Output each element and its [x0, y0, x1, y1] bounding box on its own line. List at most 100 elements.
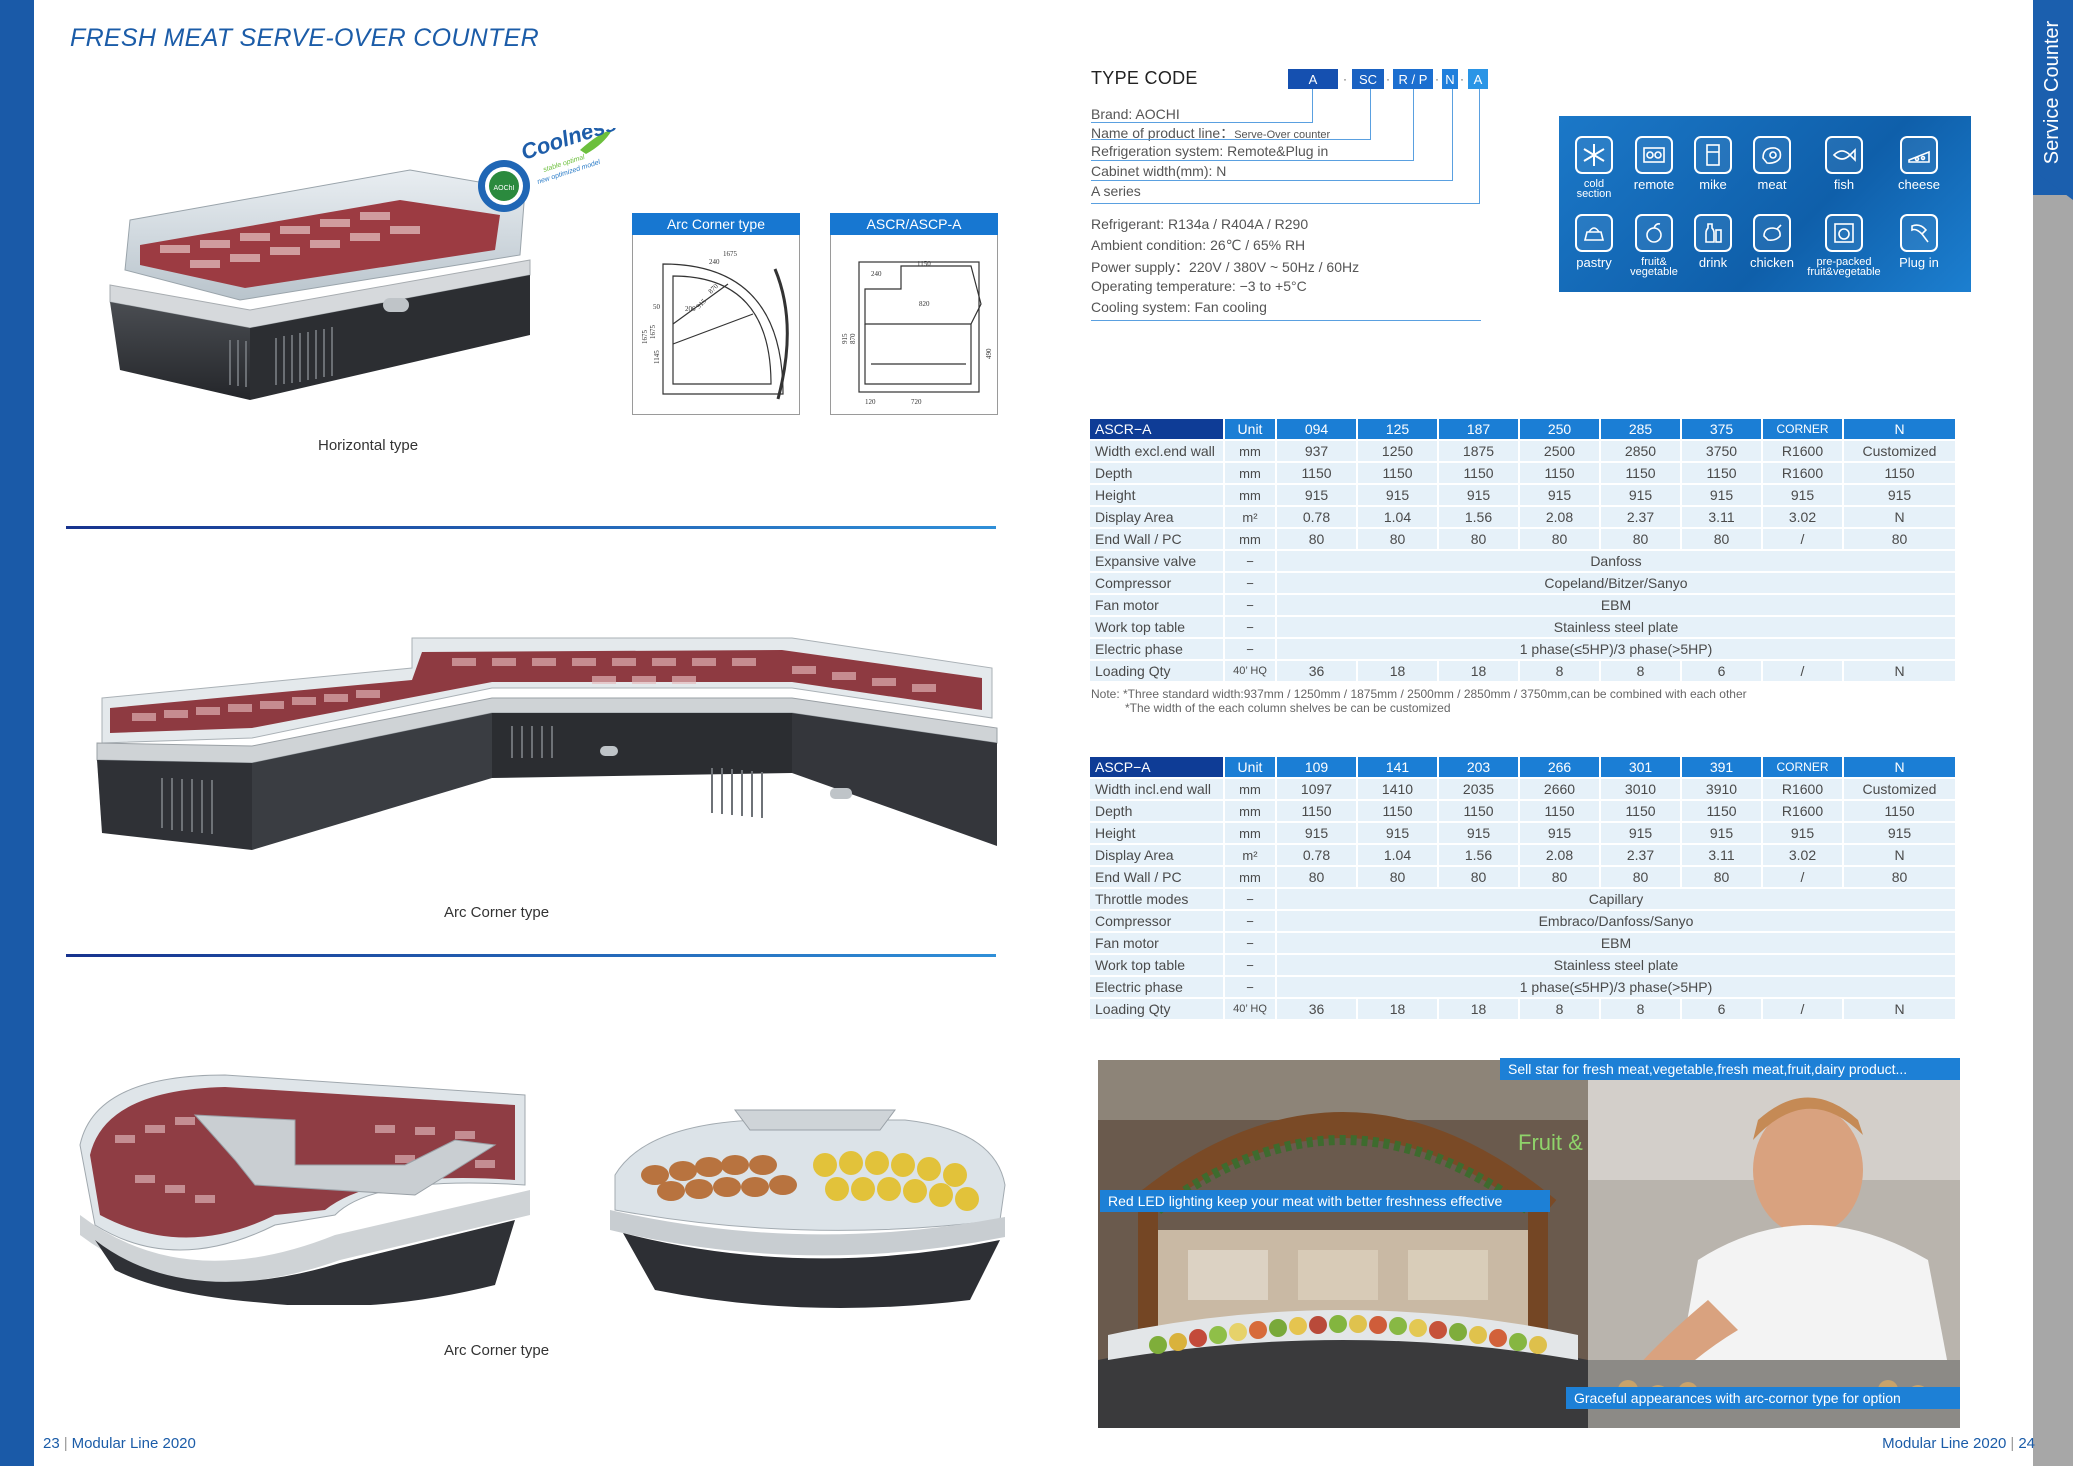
table-cell: 1.56 — [1439, 845, 1518, 865]
type-code-series: A series — [1091, 183, 1141, 199]
table-cell: Fan motor — [1090, 595, 1223, 615]
table-cell: 80 — [1358, 529, 1437, 549]
icon-label-meat: meat — [1757, 177, 1787, 192]
table-cell: 80 — [1844, 529, 1955, 549]
ascr-header-375: 375 — [1682, 419, 1761, 439]
icon-cell-fruit-vegetable: fruit& vegetable — [1626, 214, 1682, 278]
table-cell: 1250 — [1358, 441, 1437, 461]
page-number-left: 23 — [43, 1435, 60, 1452]
type-code-width: Cabinet width(mm): N — [1091, 163, 1227, 179]
table-cell: 6 — [1682, 999, 1761, 1019]
table-cell: N — [1844, 845, 1955, 865]
type-code-rule-5 — [1091, 203, 1480, 204]
table-cell: 1150 — [1520, 463, 1599, 483]
type-code-separator-1: · — [1343, 72, 1347, 86]
footer-right: Modular Line 2020|24 — [1882, 1435, 2035, 1452]
table-cell: 915 — [1520, 823, 1599, 843]
table-cell: Display Area — [1090, 507, 1223, 527]
ascr-header-187: 187 — [1439, 419, 1518, 439]
type-code-rule-2 — [1091, 139, 1371, 140]
arc-dim-3: 1675 — [641, 330, 649, 345]
table-cell: 0.78 — [1277, 507, 1356, 527]
table-cell: Customized — [1844, 779, 1955, 799]
table-cell: 2.37 — [1601, 845, 1680, 865]
table-cell: 80 — [1520, 529, 1599, 549]
icon-cell-remote: remote — [1626, 136, 1682, 191]
banner-bottom: Graceful appearances with arc-cornor typ… — [1566, 1387, 1960, 1409]
table-cell: 915 — [1439, 823, 1518, 843]
ascp-header-109: 109 — [1277, 757, 1356, 777]
table-cell: 8 — [1601, 999, 1680, 1019]
ascp-header-model: ASCP−A — [1090, 757, 1223, 777]
type-code-box-brand: A — [1468, 69, 1488, 89]
table-cell: 6 — [1682, 661, 1761, 681]
caption-arc-corner-2: Arc Corner type — [444, 1342, 550, 1359]
type-code-rule-3 — [1091, 160, 1414, 161]
divider-1 — [66, 526, 996, 529]
table-cell: 915 — [1439, 485, 1518, 505]
type-code-connector-4 — [1452, 89, 1453, 180]
table-cell: Stainless steel plate — [1277, 617, 1955, 637]
table-cell: 915 — [1358, 485, 1437, 505]
arc-corner-drawing: 1675 240 1675 50 1145 1675 206 915 870 — [632, 213, 800, 415]
table-cell: 1875 — [1439, 441, 1518, 461]
table-cell: 2660 — [1520, 779, 1599, 799]
section-tab[interactable]: Service Counter — [2033, 0, 2073, 195]
table-cell: / — [1763, 999, 1842, 1019]
ascr-dim-7: 120 — [865, 398, 876, 406]
icon-cell-plug-in: Plug in — [1891, 214, 1947, 269]
table-cell: Compressor — [1090, 573, 1223, 593]
ascr-dim-1: 1150 — [917, 260, 931, 268]
table-cell: 0.78 — [1277, 845, 1356, 865]
arc-corner-drawing-title: Arc Corner type — [632, 213, 800, 235]
table-note-line-1: Note: *Three standard width:937mm / 1250… — [1091, 687, 1747, 701]
table-cell: 3750 — [1682, 441, 1761, 461]
snowflake-icon — [1575, 136, 1613, 174]
table-cell: / — [1763, 867, 1842, 887]
pastry-icon — [1575, 214, 1613, 252]
type-code-separator-4: · — [1460, 72, 1464, 86]
ascp-header-391: 391 — [1682, 757, 1761, 777]
ascr-drawing-title: ASCR/ASCP-A — [830, 213, 998, 235]
table-cell: 1150 — [1520, 801, 1599, 821]
table-cell: 915 — [1844, 823, 1955, 843]
table-row: Compressor− Embraco/Danfoss/Sanyo — [1090, 911, 1955, 931]
type-code-box-product: SC — [1352, 69, 1384, 89]
table-cell: Loading Qty — [1090, 999, 1223, 1019]
table-cell: 1.04 — [1358, 507, 1437, 527]
ascp-header-row: ASCP−A Unit 109 141 203 266 301 391 CORN… — [1090, 757, 1955, 777]
spec-cooling: Cooling system: Fan cooling — [1091, 299, 1267, 315]
table-cell: N — [1844, 661, 1955, 681]
table-cell: 80 — [1520, 867, 1599, 887]
icon-label-cold-section: cold section — [1576, 178, 1612, 200]
caption-arc-corner-1: Arc Corner type — [444, 904, 550, 921]
table-cell: mm — [1225, 823, 1275, 843]
type-code-box-width: N — [1442, 69, 1458, 89]
type-code-title: TYPE CODE — [1091, 68, 1198, 88]
table-cell: 1150 — [1844, 463, 1955, 483]
ascr-side-drawing: 1150 240 820 915 870 490 120 720 — [830, 213, 998, 415]
type-code-connector-1 — [1312, 89, 1313, 122]
table-cell: 80 — [1358, 867, 1437, 887]
table-cell: 80 — [1682, 529, 1761, 549]
table-cell: 2.08 — [1520, 845, 1599, 865]
table-cell: 80 — [1601, 867, 1680, 887]
table-cell: 915 — [1277, 823, 1356, 843]
table-cell: 2500 — [1520, 441, 1599, 461]
ascr-header-unit: Unit — [1225, 419, 1275, 439]
table-cell: Expansive valve — [1090, 551, 1223, 571]
ascr-header-corner: CORNER — [1763, 419, 1842, 439]
table-cell: 915 — [1763, 485, 1842, 505]
banner-middle: Red LED lighting keep your meat with bet… — [1100, 1190, 1550, 1212]
table-cell: 2850 — [1601, 441, 1680, 461]
table-cell: 1.04 — [1358, 845, 1437, 865]
fruit-vegetable-icon — [1635, 214, 1673, 252]
table-cell: Height — [1090, 485, 1223, 505]
table-cell: 1150 — [1682, 801, 1761, 821]
page-title: FRESH MEAT SERVE-OVER COUNTER — [70, 24, 539, 52]
table-cell: 1097 — [1277, 779, 1356, 799]
